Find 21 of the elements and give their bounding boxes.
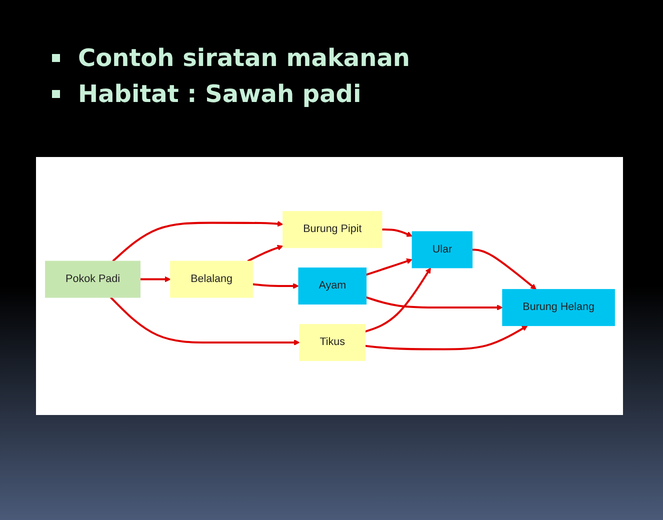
node-box bbox=[298, 268, 366, 304]
node-box bbox=[282, 211, 382, 248]
arrow bbox=[364, 268, 430, 332]
bullet-text: Contoh siratan makanan bbox=[78, 44, 410, 72]
node-box bbox=[298, 324, 366, 361]
node-box bbox=[411, 231, 472, 268]
arrow bbox=[252, 283, 298, 289]
arrow bbox=[112, 220, 283, 262]
arrow bbox=[381, 228, 412, 237]
node-box bbox=[502, 289, 614, 326]
diagram-panel: Pokok Padi Burung Pipit Belalang Tikus Ular Ayam Burung Helang bbox=[36, 157, 623, 415]
arrow bbox=[364, 325, 528, 350]
arrow bbox=[140, 276, 170, 282]
node-box bbox=[44, 260, 140, 298]
arrow bbox=[246, 244, 283, 262]
arrow bbox=[365, 258, 412, 276]
arrow bbox=[472, 248, 536, 290]
node-box bbox=[170, 260, 252, 298]
arrow bbox=[110, 296, 300, 346]
arrow bbox=[365, 296, 502, 310]
bullet-text: Habitat : Sawah padi bbox=[78, 80, 362, 108]
